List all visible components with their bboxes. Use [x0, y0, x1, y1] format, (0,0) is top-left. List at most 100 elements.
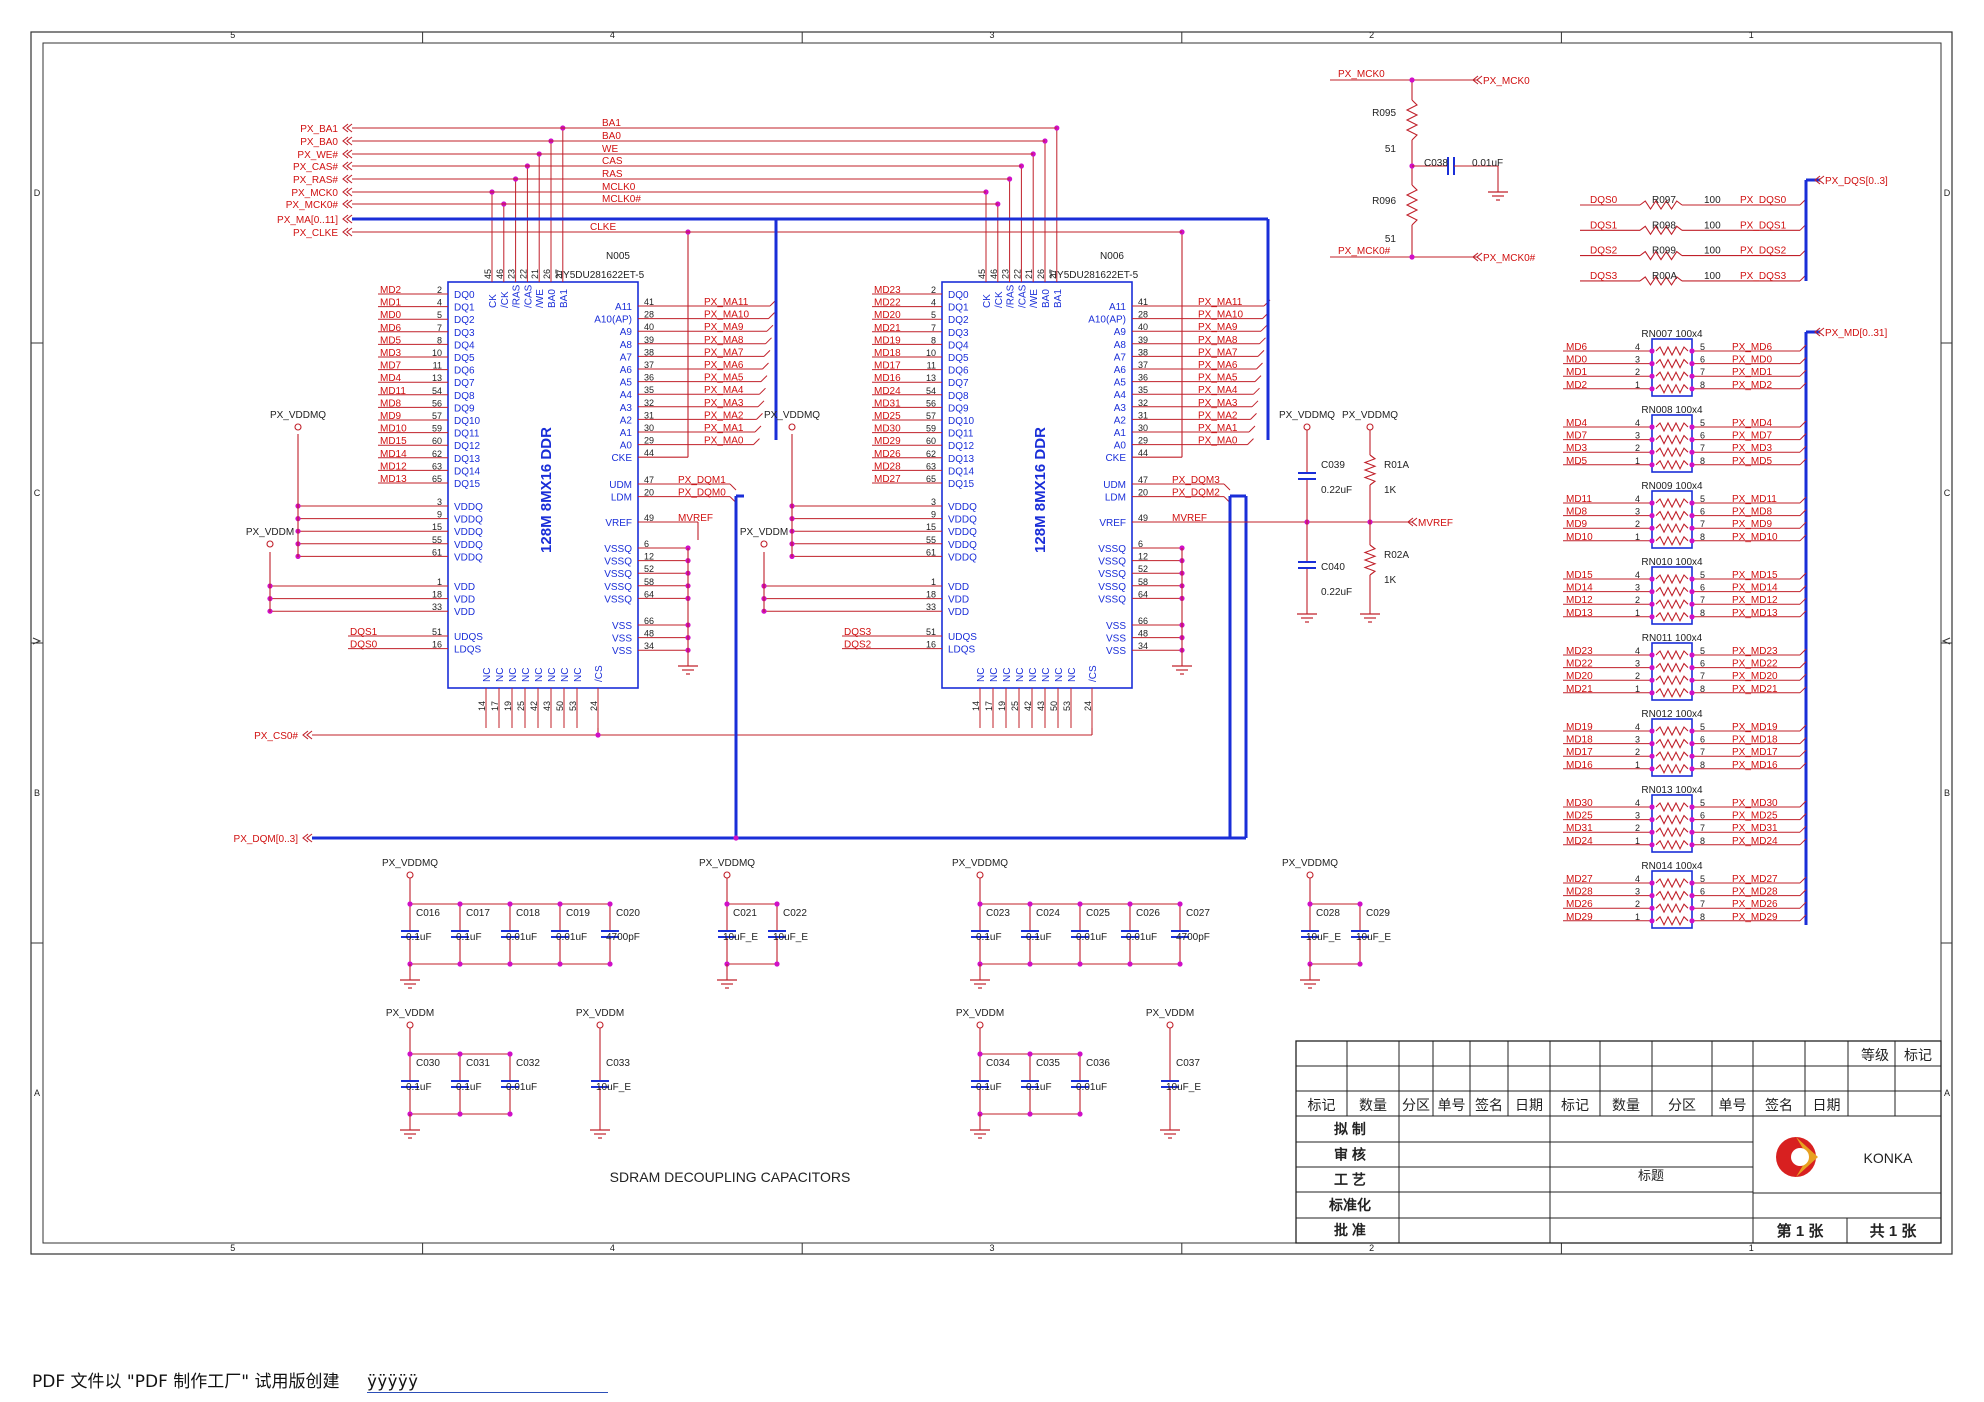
ref-label: C019: [566, 908, 590, 919]
resistor-icon: [1655, 522, 1689, 534]
net-label: PX_MD28: [1732, 887, 1778, 898]
pin-name: DQ3: [948, 328, 969, 339]
title-header-cell: 日期: [1515, 1097, 1543, 1113]
pin-name: VSSQ: [1098, 594, 1126, 605]
pin-name: /RAS: [512, 284, 523, 308]
net-label: PX_MD19: [1732, 722, 1778, 733]
bus-entry: [1799, 724, 1807, 732]
pin-name: DQ13: [454, 454, 481, 465]
net-label: MD19: [1566, 722, 1593, 733]
ref-label: C034: [986, 1058, 1010, 1069]
junction-dot: [1177, 961, 1183, 967]
pin-name: A6: [1114, 365, 1127, 376]
resistor-icon: [1655, 877, 1689, 889]
junction-dot: [1649, 373, 1655, 379]
bus-entry: [1799, 357, 1807, 364]
pin-number: 10: [926, 348, 936, 358]
junction-dot: [1689, 437, 1695, 443]
bus-entry: [756, 413, 763, 420]
pin-number: 46: [495, 269, 505, 279]
net-label: WE: [602, 144, 618, 155]
footer-link[interactable]: ÿÿÿÿÿ: [366, 1372, 609, 1393]
pin-name: /RAS: [1006, 284, 1017, 308]
port-arrow-icon: [342, 227, 349, 237]
pin-number: 22: [518, 269, 528, 279]
pin-name: VDD: [948, 595, 969, 606]
net-label: PX_MD30: [1732, 798, 1778, 809]
power-port-icon: [976, 871, 984, 879]
pin-name: VDD: [454, 582, 475, 593]
pin-name: VSS: [1106, 621, 1126, 632]
pin-name: DQ5: [948, 353, 969, 364]
net-label: CLKE: [590, 222, 616, 233]
bus-entry: [729, 483, 737, 491]
pin-name: DQ15: [948, 479, 975, 490]
pin-number: 51: [926, 627, 936, 637]
pin-number: 7: [1700, 367, 1705, 377]
resistor-icon: [1655, 902, 1689, 914]
net-label: MD28: [874, 461, 901, 472]
net-label: MD26: [874, 449, 901, 460]
resistor-icon: [1655, 358, 1689, 369]
pin-number: 17: [984, 701, 994, 711]
pin-number: 7: [1700, 519, 1705, 529]
net-label: CAS: [602, 156, 623, 167]
pin-number: 45: [483, 269, 493, 279]
pin-number: 59: [926, 424, 936, 434]
junction-dot: [1077, 901, 1083, 907]
pin-number: 2: [1635, 443, 1640, 453]
junction-dot: [557, 901, 563, 907]
resistor-icon: [1655, 915, 1689, 927]
pin-name: CKE: [1105, 453, 1126, 464]
pin-number: 31: [1138, 410, 1148, 420]
net-label: PX_MA5: [1198, 373, 1238, 384]
power-label: PX_VDDM: [246, 527, 294, 538]
power-port-icon: [1166, 1021, 1174, 1029]
port-label: PX_CS0#: [254, 731, 298, 742]
pin-number: 1: [1635, 456, 1640, 466]
junction-dot: [1649, 753, 1655, 759]
net-label: PX_MA0: [1198, 436, 1238, 447]
power-label: PX_VDDM: [576, 1008, 624, 1019]
net-label: MD31: [874, 398, 901, 409]
junction-dot: [1649, 348, 1655, 354]
port-arrow-icon: [1818, 327, 1825, 337]
pin-number: 8: [1700, 532, 1705, 542]
junction-dot: [1689, 373, 1695, 379]
ref-label: R097: [1652, 195, 1676, 206]
pin-number: 10: [432, 348, 442, 358]
pin-name: /WE: [1029, 289, 1040, 308]
net-label: PX_MA0: [704, 436, 744, 447]
pin-number: 22: [1012, 269, 1022, 279]
ref-label: C037: [1176, 1058, 1200, 1069]
junction-dot: [1027, 1111, 1033, 1117]
pin-number: 43: [1036, 701, 1046, 711]
pin-number: 47: [1138, 475, 1148, 485]
border-row-label: B: [34, 788, 40, 798]
port-arrow-icon: [342, 174, 349, 184]
pin-number: 2: [1635, 519, 1640, 529]
port-label: PX_CAS#: [293, 162, 338, 173]
ref-label: C040: [1321, 562, 1345, 573]
ref-label: C027: [1186, 908, 1210, 919]
junction-dot: [1649, 690, 1655, 696]
pin-number: 3: [437, 497, 442, 507]
net-label: MD6: [380, 323, 402, 334]
junction-dot: [607, 961, 613, 967]
port-label: PX_MCK0#: [286, 200, 339, 211]
pin-number: 3: [1635, 659, 1640, 669]
border-col-label: 5: [230, 1243, 235, 1253]
pin-number: 48: [644, 629, 654, 639]
pin-number: 38: [1138, 347, 1148, 357]
bus-entry: [762, 362, 769, 370]
net-label: MD7: [1566, 431, 1588, 442]
bus-entry: [1259, 337, 1266, 345]
pin-number: 6: [1700, 431, 1705, 441]
net-label: PX_MD7: [1732, 431, 1772, 442]
title-role: 审 核: [1334, 1146, 1366, 1162]
pin-name: /CK: [500, 291, 511, 308]
junction-dot: [607, 901, 613, 907]
junction-dot: [1649, 601, 1655, 607]
value-label: 0.1uF: [456, 1082, 482, 1093]
pin-number: 2: [1635, 823, 1640, 833]
